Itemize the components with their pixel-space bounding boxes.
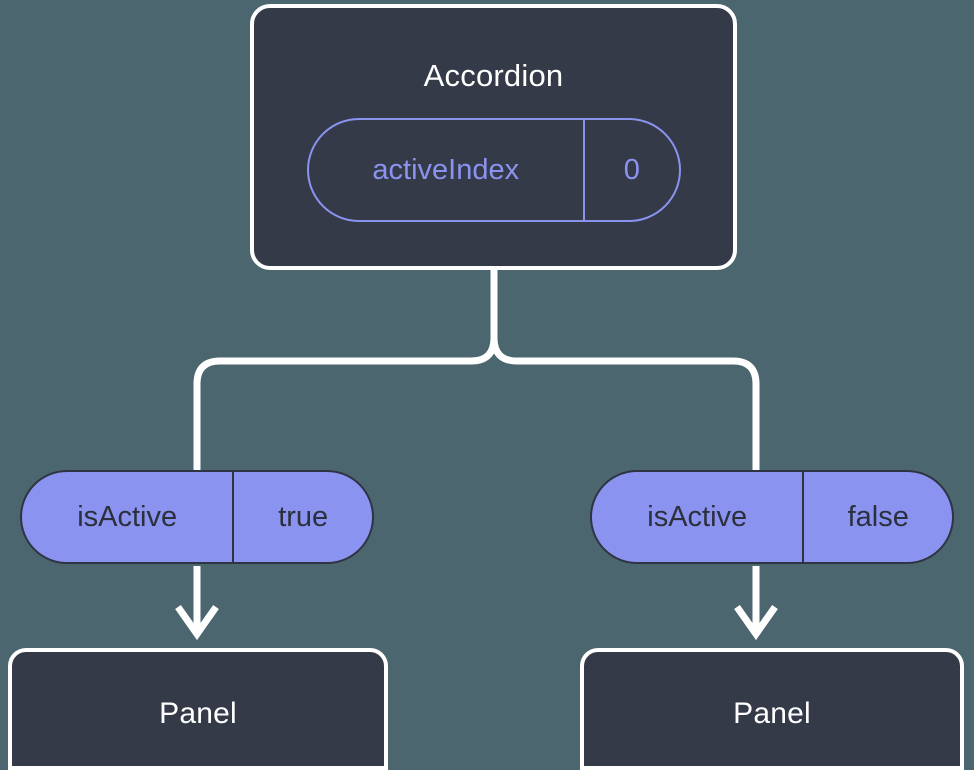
- prop-pill-isactive-true[interactable]: isActive true: [20, 470, 374, 564]
- node-accordion-label: Accordion: [423, 58, 564, 93]
- prop-pill-isactive-false[interactable]: isActive false: [590, 470, 954, 564]
- prop-pill-right-value: false: [847, 500, 909, 533]
- state-pill-activeindex[interactable]: activeIndex 0: [307, 118, 681, 222]
- node-panel-right-label: Panel: [733, 697, 811, 730]
- connector-branch-right: [490, 337, 760, 470]
- prop-pill-left-key: isActive: [22, 472, 235, 562]
- prop-pill-left-value: true: [278, 500, 329, 533]
- prop-pill-right-key: isActive: [592, 472, 805, 562]
- node-panel-right[interactable]: Panel: [580, 648, 964, 770]
- arrow-left-head: [175, 604, 219, 641]
- connector-branch-left: [193, 337, 498, 470]
- arrow-right-head: [734, 604, 778, 641]
- state-pill-value: 0: [623, 153, 640, 186]
- node-panel-left[interactable]: Panel: [8, 648, 388, 770]
- state-pill-key: activeIndex: [309, 120, 585, 220]
- node-panel-left-label: Panel: [159, 697, 237, 730]
